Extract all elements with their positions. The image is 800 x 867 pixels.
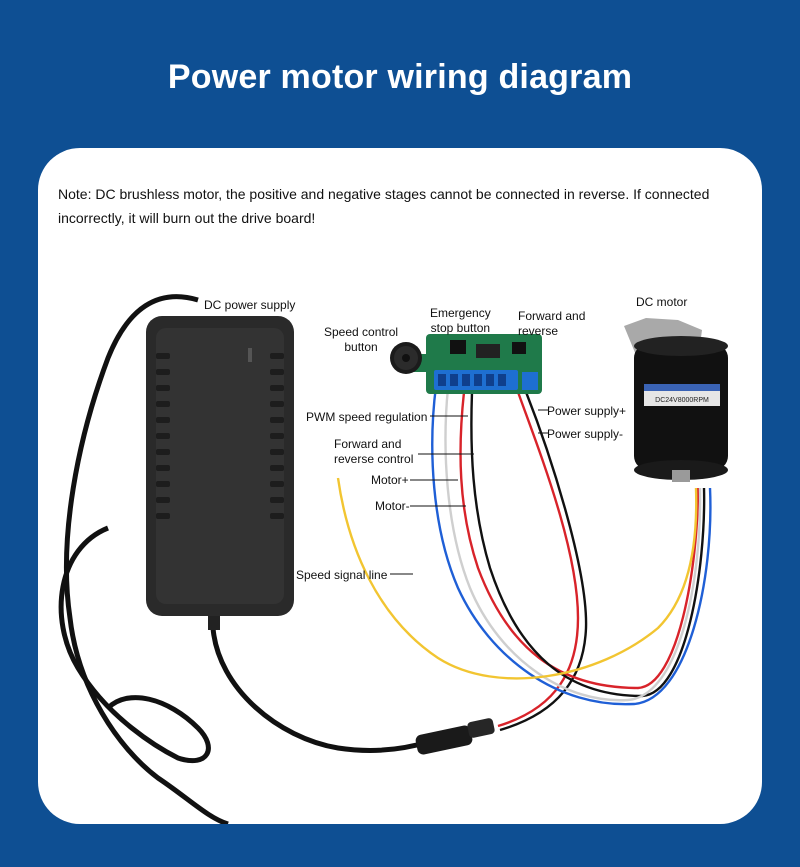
page-title: Power motor wiring diagram — [167, 58, 633, 96]
label-dc-power-supply: DC power supply — [204, 298, 296, 312]
diagram-panel: Note: DC brushless motor, the positive a… — [38, 148, 762, 824]
wire-white-dir — [444, 387, 702, 702]
adapter-cord — [64, 294, 229, 824]
label-forward-and-reverse: Forward and reverse — [518, 309, 586, 338]
label-speed-signal-line: Speed signal line — [296, 568, 388, 582]
leader-lines — [390, 409, 548, 575]
warning-note: Note: DC brushless motor, the positive a… — [58, 186, 710, 226]
wire-black-motor — [470, 391, 706, 698]
adapter-cord-loop — [58, 525, 211, 764]
speed-control-knob — [390, 342, 434, 374]
wire-yellow-speed — [336, 477, 698, 680]
wire-blue-pwm — [431, 385, 712, 706]
signal-wires — [336, 385, 712, 732]
wiring-illustration: DC24V8000RPM — [58, 294, 728, 824]
label-speed-control-button: Speed control button — [324, 325, 399, 354]
label-pwm-speed-regulation: PWM speed regulation — [306, 410, 428, 424]
label-motor-plus: Motor+ — [371, 473, 409, 487]
label-emergency-stop-button: Emergency stop button — [430, 306, 491, 335]
wire-black-power — [499, 391, 588, 732]
label-motor-minus: Motor- — [375, 499, 410, 513]
inline-connector — [415, 718, 495, 755]
label-power-supply-minus: Power supply- — [547, 427, 624, 441]
motor-rating-label: DC24V8000RPM — [655, 397, 709, 404]
label-power-supply-plus: Power supply+ — [547, 404, 627, 418]
adapter-output-cable — [210, 627, 429, 753]
driver-board — [426, 334, 542, 394]
label-forward-reverse-control: Forward and reverse control — [334, 437, 414, 466]
wire-red-power — [497, 391, 580, 728]
dc-motor: DC24V8000RPM — [624, 318, 728, 482]
label-dc-motor: DC motor — [636, 295, 688, 309]
dc-power-supply-adapter — [146, 316, 294, 630]
